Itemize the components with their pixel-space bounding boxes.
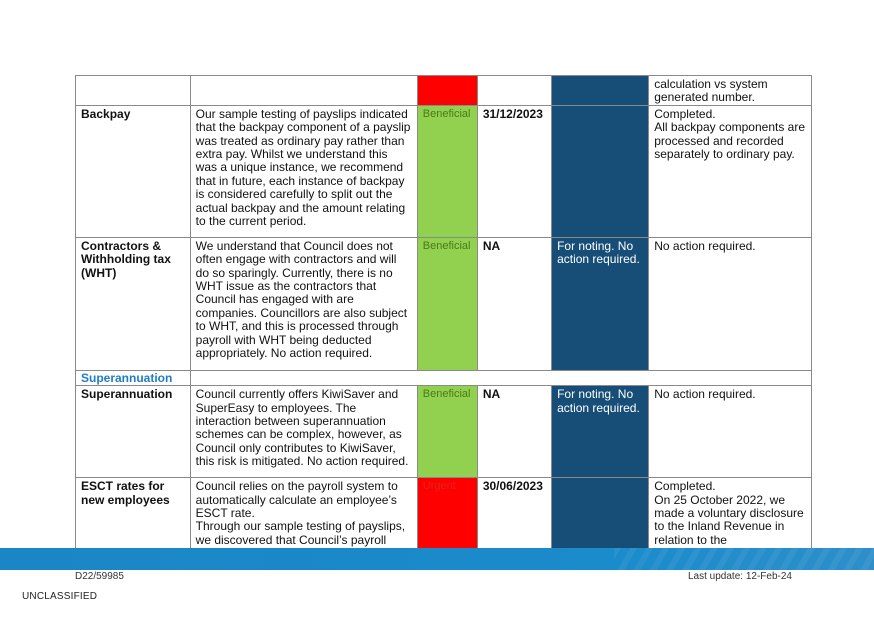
rating-cell-beneficial: Beneficial: [416, 104, 478, 238]
table-row: Backpay Our sample testing of payslips i…: [75, 104, 812, 238]
last-update: Last update: 12-Feb-24: [688, 571, 792, 582]
rating-cell-beneficial: Beneficial: [416, 385, 478, 479]
response-cell: [551, 477, 650, 562]
date-cell: [476, 75, 553, 106]
table-row: Contractors & Withholding tax (WHT) We u…: [75, 236, 812, 371]
status-text: Completed.: [654, 106, 716, 121]
footer-banner: [0, 548, 874, 570]
topic-cell: [75, 75, 191, 106]
finding-text: Council relies on the payroll system to …: [195, 479, 398, 521]
status-cell: calculation vs system generated number.: [648, 75, 812, 106]
finding-text: Through our sample testing of payslips, …: [195, 519, 406, 547]
topic-cell: ESCT rates for new employees: [75, 477, 191, 562]
date-cell: NA: [476, 385, 553, 479]
table-row: Superannuation Council currently offers …: [75, 385, 812, 479]
status-detail: All backpay components are processed and…: [654, 120, 805, 162]
banner-pattern: [614, 548, 874, 570]
section-filler: [190, 369, 813, 387]
finding-cell: Council relies on the payroll system to …: [189, 477, 418, 562]
status-cell: Completed. On 25 October 2022, we made a…: [648, 477, 812, 562]
findings-table: calculation vs system generated number. …: [75, 75, 813, 562]
rating-cell-urgent: Urgent: [416, 477, 478, 562]
classification-label: UNCLASSIFIED: [22, 591, 98, 602]
document-reference: D22/59985: [75, 571, 124, 582]
status-text: Completed.: [654, 479, 716, 494]
section-heading: Superannuation: [75, 369, 191, 387]
topic-cell: Contractors & Withholding tax (WHT): [75, 236, 191, 371]
response-cell: For noting. No action required.: [551, 236, 650, 371]
rating-cell-beneficial: Beneficial: [416, 236, 478, 371]
table-row: calculation vs system generated number.: [75, 75, 812, 106]
finding-cell: We understand that Council does not ofte…: [189, 236, 418, 371]
topic-cell: Superannuation: [75, 385, 191, 479]
response-cell: [551, 104, 650, 238]
finding-cell: Council currently offers KiwiSaver and S…: [189, 385, 418, 479]
rating-cell-urgent: [416, 75, 478, 106]
date-cell: NA: [476, 236, 553, 371]
status-cell: No action required.: [648, 385, 812, 479]
status-cell: Completed. All backpay components are pr…: [648, 104, 812, 238]
table-row: ESCT rates for new employees Council rel…: [75, 477, 812, 562]
date-cell: 31/12/2023: [476, 104, 553, 238]
response-cell: [551, 75, 650, 106]
status-cell: No action required.: [648, 236, 812, 371]
response-cell: For noting. No action required.: [551, 385, 650, 479]
finding-cell: [189, 75, 418, 106]
finding-cell: Our sample testing of payslips indicated…: [189, 104, 418, 238]
section-row: Superannuation: [75, 369, 813, 387]
topic-cell: Backpay: [75, 104, 191, 238]
